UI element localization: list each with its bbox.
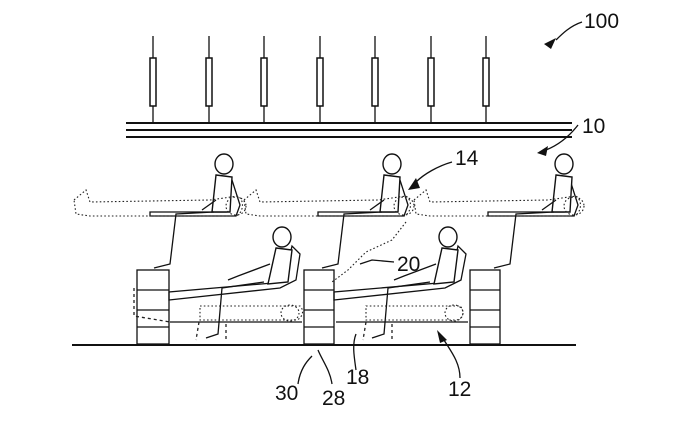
ceiling-hangers <box>150 36 489 123</box>
ceiling-hanger <box>317 36 323 123</box>
label-upper-seat: 14 <box>455 147 479 170</box>
connector-path <box>332 222 406 282</box>
console-block-left <box>137 270 169 344</box>
leader-lines <box>298 22 582 384</box>
ceiling-rail <box>126 123 572 137</box>
label-assembly: 100 <box>584 10 619 33</box>
label-lower-seat: 12 <box>448 378 471 401</box>
console-block-right <box>470 270 500 344</box>
label-armrest: 18 <box>346 366 369 389</box>
ceiling-hanger <box>428 36 434 123</box>
label-connector: 20 <box>397 253 420 276</box>
console-block-middle <box>304 270 334 344</box>
upper-passenger-right <box>494 154 573 268</box>
reclined-passenger-lower-right <box>366 305 463 321</box>
ceiling-hanger <box>483 36 489 123</box>
label-console: 28 <box>322 387 345 410</box>
ceiling-hanger <box>206 36 212 123</box>
ceiling-hanger <box>150 36 156 123</box>
reclined-passenger-lower-left <box>200 305 303 321</box>
label-storage: 30 <box>275 382 298 405</box>
label-ceiling: 10 <box>582 115 605 138</box>
upper-passenger-left <box>154 154 233 268</box>
ceiling-hanger <box>372 36 378 123</box>
ceiling-hanger <box>261 36 267 123</box>
upper-passenger-middle <box>322 154 401 268</box>
